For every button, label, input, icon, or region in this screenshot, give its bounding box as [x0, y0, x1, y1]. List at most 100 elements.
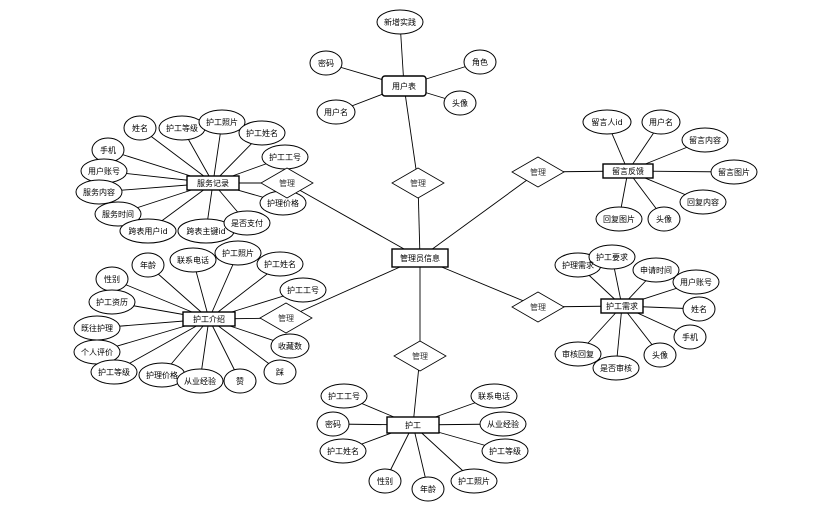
attribute-label: 踩	[276, 367, 284, 377]
relationship-line	[403, 85, 419, 184]
attribute-line	[139, 127, 214, 184]
attribute-ellipse[interactable]	[681, 127, 729, 153]
attribute-ellipse[interactable]	[582, 109, 632, 135]
attribute-label: 性别	[377, 476, 393, 486]
center-entity-label: 管理员信息	[400, 253, 440, 263]
attribute-ellipse[interactable]	[368, 468, 402, 494]
attribute-label: 审核回复	[562, 349, 594, 359]
attribute-ellipse[interactable]	[320, 383, 368, 409]
attribute-label: 护工工号	[328, 391, 360, 401]
center-entity-box[interactable]	[391, 248, 449, 268]
attribute-label: 申请时间	[640, 265, 672, 275]
attribute-label: 护工姓名	[246, 128, 278, 138]
attribute-ellipse[interactable]	[316, 99, 356, 125]
entity-box[interactable]	[182, 311, 236, 327]
attribute-ellipse[interactable]	[176, 368, 224, 394]
attribute-label: 既往护理	[81, 323, 113, 333]
attribute-ellipse[interactable]	[632, 257, 680, 283]
attribute-label: 是否支付	[231, 218, 263, 228]
relationship-diamond[interactable]	[391, 167, 445, 199]
attribute-ellipse[interactable]	[710, 159, 758, 185]
attribute-ellipse[interactable]	[376, 9, 424, 35]
relationship-label: 管理	[279, 178, 295, 188]
attribute-ellipse[interactable]	[588, 244, 636, 270]
attribute-label: 年龄	[140, 260, 156, 270]
attribute-ellipse[interactable]	[319, 438, 367, 464]
attribute-ellipse[interactable]	[256, 251, 304, 277]
attribute-ellipse[interactable]	[94, 201, 142, 227]
attribute-ellipse[interactable]	[131, 252, 165, 278]
attribute-label: 赞	[236, 376, 244, 386]
attribute-label: 个人评价	[81, 348, 113, 357]
attribute-label: 头像	[656, 214, 672, 224]
attribute-ellipse[interactable]	[479, 411, 527, 437]
attribute-ellipse[interactable]	[481, 438, 529, 464]
relationship-diamond[interactable]	[259, 302, 313, 334]
attribute-ellipse[interactable]	[238, 120, 286, 146]
entity-box[interactable]	[186, 175, 240, 191]
attribute-ellipse[interactable]	[270, 333, 310, 359]
attribute-ellipse[interactable]	[673, 324, 707, 350]
attribute-ellipse[interactable]	[169, 247, 217, 273]
attribute-ellipse[interactable]	[592, 355, 640, 381]
attribute-ellipse[interactable]	[123, 115, 157, 141]
attribute-ellipse[interactable]	[75, 179, 123, 205]
attribute-ellipse[interactable]	[316, 411, 350, 437]
attribute-label: 新增实践	[384, 17, 416, 27]
relationship-line	[419, 171, 539, 259]
attribute-label: 回复内容	[687, 197, 719, 207]
attribute-ellipse[interactable]	[279, 277, 327, 303]
attribute-ellipse[interactable]	[263, 359, 297, 385]
attribute-ellipse[interactable]	[679, 189, 727, 215]
attribute-label: 护工照片	[222, 248, 254, 258]
attribute-label: 用户账号	[680, 277, 712, 287]
entity-label: 护工	[405, 420, 421, 430]
attribute-label: 护工资历	[96, 297, 128, 307]
relationship-line	[285, 257, 421, 319]
entity-box[interactable]	[600, 298, 644, 314]
entity-label: 护工介绍	[193, 314, 225, 324]
entity-box[interactable]	[381, 75, 427, 97]
attribute-ellipse[interactable]	[198, 109, 246, 135]
attribute-ellipse[interactable]	[643, 342, 677, 368]
attribute-label: 留言图片	[718, 167, 750, 177]
relationship-diamond[interactable]	[511, 156, 565, 188]
relationship-diamond[interactable]	[511, 291, 565, 323]
entity-box[interactable]	[386, 416, 440, 434]
relationship-diamond[interactable]	[260, 167, 314, 199]
attribute-label: 护工工号	[287, 285, 319, 295]
attribute-label: 用户账号	[88, 166, 120, 176]
attribute-ellipse[interactable]	[463, 49, 497, 75]
attribute-ellipse[interactable]	[647, 206, 681, 232]
attribute-ellipse[interactable]	[90, 359, 138, 385]
attribute-ellipse[interactable]	[223, 368, 257, 394]
attribute-ellipse[interactable]	[411, 476, 445, 502]
attribute-ellipse[interactable]	[641, 109, 681, 135]
attribute-ellipse[interactable]	[682, 296, 716, 322]
attribute-ellipse[interactable]	[214, 240, 262, 266]
attribute-label: 护理价格	[267, 198, 299, 208]
attribute-ellipse[interactable]	[672, 269, 720, 295]
attribute-ellipse[interactable]	[450, 468, 498, 494]
attribute-ellipse[interactable]	[88, 289, 136, 315]
entity-label: 用户表	[392, 81, 416, 91]
attribute-line	[208, 318, 281, 373]
attribute-label: 从业经验	[487, 419, 519, 429]
attribute-label: 年龄	[420, 484, 436, 494]
attribute-ellipse[interactable]	[309, 50, 343, 76]
relationship-label: 管理	[412, 351, 428, 361]
attribute-label: 姓名	[691, 304, 707, 314]
attribute-ellipse[interactable]	[119, 218, 177, 244]
attribute-label: 手机	[100, 145, 116, 155]
relationship-diamond[interactable]	[393, 340, 447, 372]
relationship-label: 管理	[530, 167, 546, 177]
entity-box[interactable]	[602, 163, 654, 179]
attribute-label: 护工照片	[206, 117, 238, 127]
attribute-ellipse[interactable]	[470, 383, 518, 409]
attribute-label: 留言人id	[591, 117, 622, 127]
attribute-ellipse[interactable]	[443, 90, 477, 116]
attribute-ellipse[interactable]	[223, 210, 271, 236]
attribute-ellipse[interactable]	[595, 206, 643, 232]
attribute-ellipse[interactable]	[554, 341, 602, 367]
